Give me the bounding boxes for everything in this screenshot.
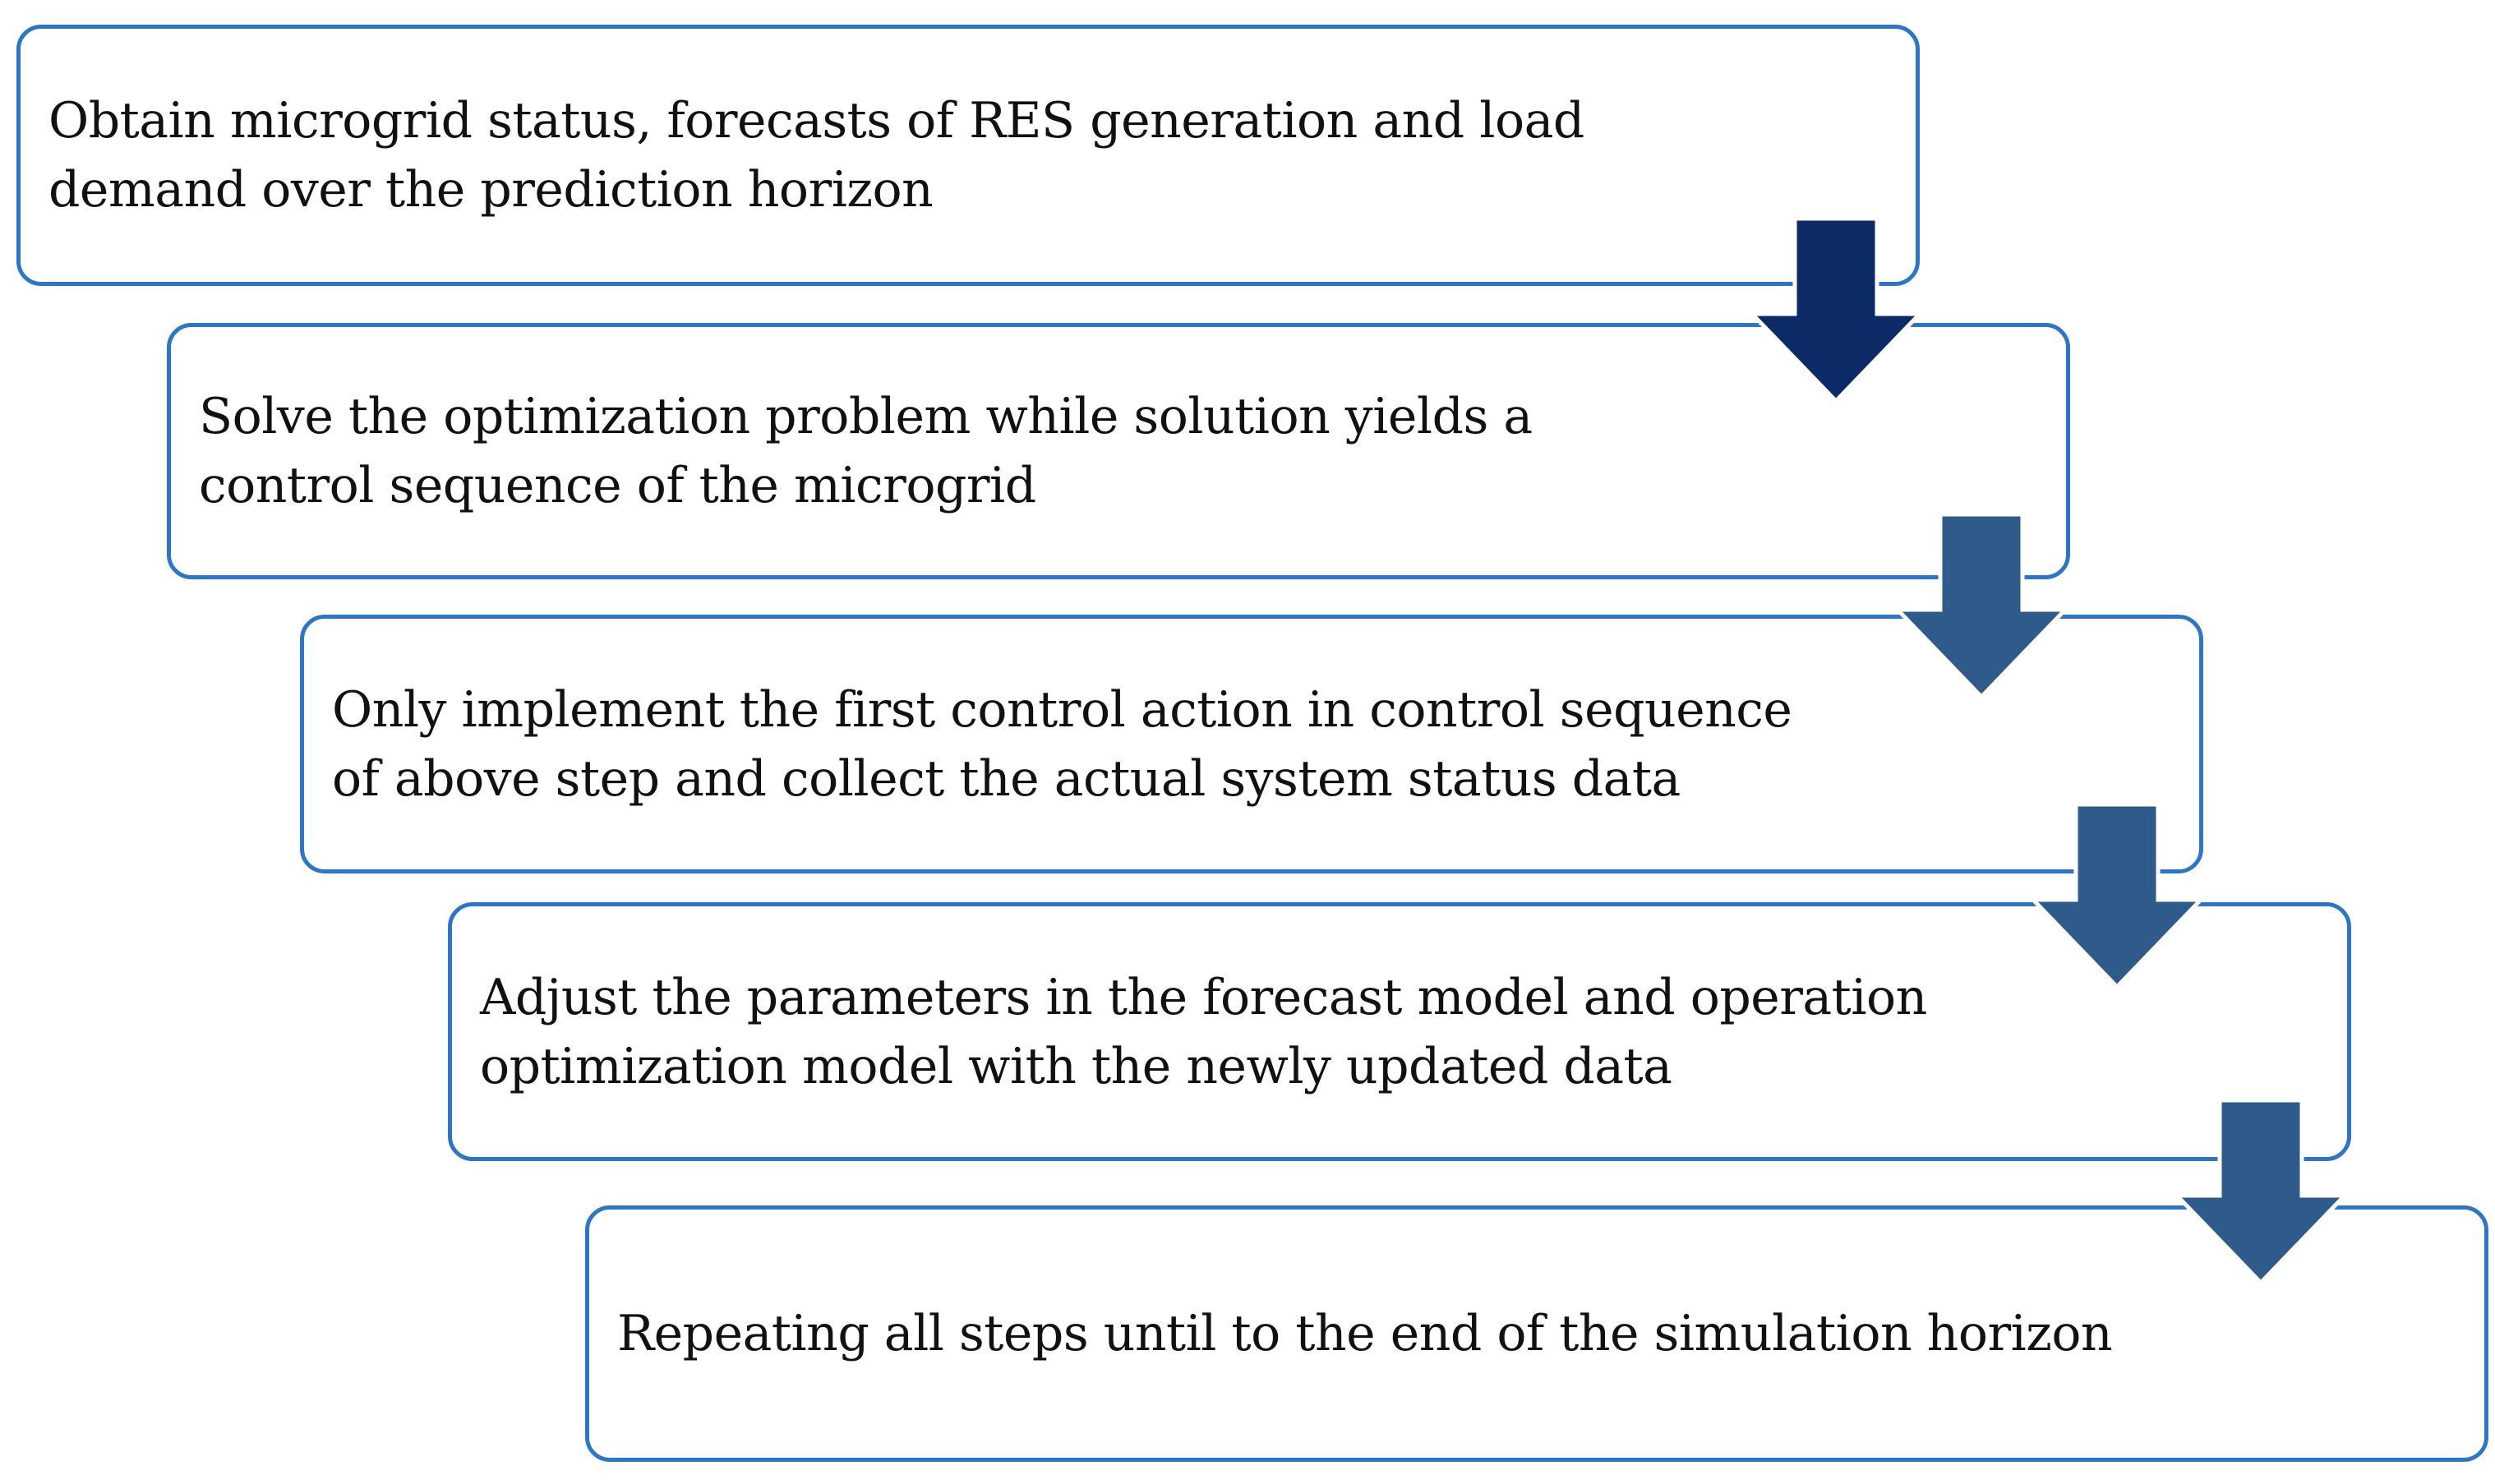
step-text-1: Obtain microgrid status, forecasts of RE…	[48, 92, 1584, 219]
arrow-shape	[1747, 216, 1925, 404]
step-text-3: Only implement the first control action …	[332, 680, 1792, 808]
step-box-3: Only implement the first control action …	[300, 615, 2203, 873]
step-text-4: Adjust the parameters in the forecast mo…	[480, 968, 1927, 1095]
step-text-5: Repeating all steps until to the end of …	[617, 1305, 2113, 1362]
arrow-shape	[1893, 512, 2070, 700]
down-arrow-icon	[1747, 216, 1925, 404]
step-box-5: Repeating all steps until to the end of …	[585, 1205, 2488, 1462]
arrow-shape	[2028, 802, 2206, 990]
step-box-2: Solve the optimization problem while sol…	[167, 323, 2070, 579]
arrow-shape	[2172, 1098, 2350, 1286]
step-box-1: Obtain microgrid status, forecasts of RE…	[16, 25, 1920, 286]
down-arrow-icon	[1893, 512, 2070, 700]
step-text-2: Solve the optimization problem while sol…	[199, 388, 1533, 514]
down-arrow-icon	[2028, 802, 2206, 990]
step-box-4: Adjust the parameters in the forecast mo…	[448, 902, 2351, 1161]
down-arrow-icon	[2172, 1098, 2350, 1286]
